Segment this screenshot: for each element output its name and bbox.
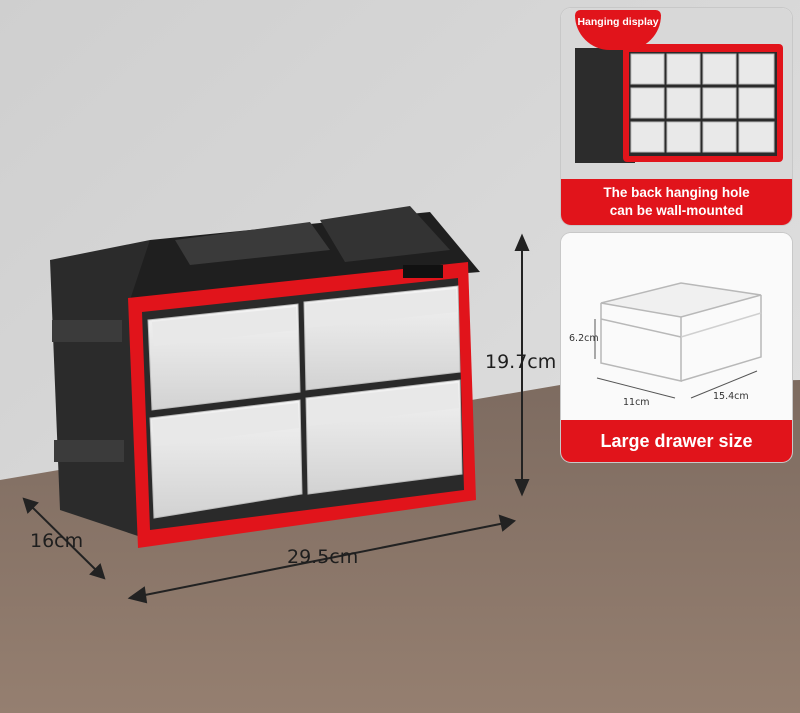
hanging-display-panel: Hanging display The back hanging hole ca… (561, 8, 792, 225)
brand-logo (403, 265, 443, 278)
hanging-caption-line1: The back hanging hole (603, 185, 750, 200)
drawer-depth-label: 15.4cm (713, 391, 749, 402)
drawer-image (561, 233, 792, 420)
drawer-front-1 (147, 303, 301, 411)
hanging-display-tag: Hanging display (575, 10, 661, 50)
drawer-front-3 (149, 399, 303, 519)
drawer-width-label: 11cm (623, 397, 650, 408)
height-arrow (514, 233, 530, 497)
drawer-caption-banner: Large drawer size (561, 420, 792, 462)
wall-mounted-organizer-image (561, 8, 792, 179)
drawer-front-2 (303, 285, 461, 391)
drawer-size-panel: 6.2cm 11cm 15.4cm Large drawer size (561, 233, 792, 462)
width-dimension-label: 29.5cm (287, 546, 359, 568)
hanging-caption-banner: The back hanging hole can be wall-mounte… (561, 179, 792, 225)
depth-dimension-label: 16cm (30, 530, 84, 552)
hanging-caption-line2: can be wall-mounted (609, 203, 744, 218)
drawer-front-4 (305, 379, 463, 495)
width-arrow (127, 514, 517, 604)
height-dimension-label: 19.7cm (485, 351, 557, 373)
drawer-height-label: 6.2cm (569, 333, 599, 344)
organizer-body (50, 206, 480, 548)
depth-arrow (22, 497, 106, 580)
